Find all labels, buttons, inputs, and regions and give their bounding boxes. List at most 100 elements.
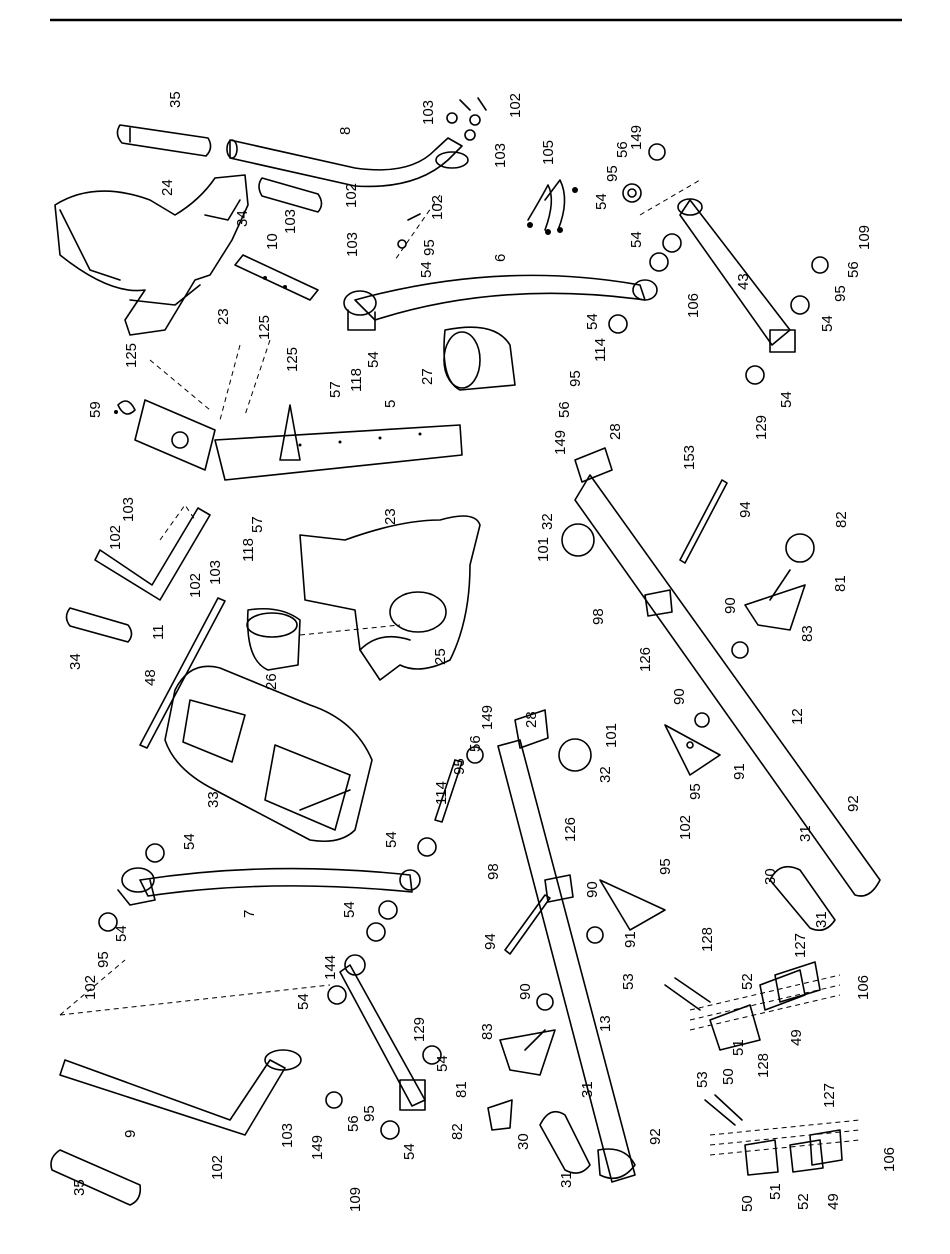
part-label: 82: [449, 1123, 466, 1140]
part-label: 56: [345, 1115, 362, 1132]
part-label: 54: [778, 391, 795, 408]
bearing-54-upper-right: [608, 143, 829, 385]
grip-35-upper: [116, 124, 212, 157]
frame-5: [214, 404, 463, 481]
part-label: 82: [833, 511, 850, 528]
part-label: 52: [739, 973, 756, 990]
part-label: 23: [382, 508, 399, 525]
part-label: 102: [82, 975, 99, 1000]
part-label: 101: [535, 537, 552, 562]
rod-94-lower: [504, 894, 551, 955]
part-label: 51: [767, 1183, 784, 1200]
part-label: 129: [411, 1017, 428, 1042]
pedal-83-lower: [487, 993, 556, 1131]
part-label: 57: [327, 381, 344, 398]
part-label: 94: [482, 933, 499, 950]
part-label: 30: [762, 868, 779, 885]
part-label: 106: [685, 293, 702, 318]
part-label: 102: [429, 195, 446, 220]
part-label: 54: [418, 261, 435, 278]
part-label: 56: [614, 141, 631, 158]
part-label: 126: [562, 817, 579, 842]
part-label: 83: [799, 625, 816, 642]
part-label: 95: [567, 370, 584, 387]
part-label: 54: [401, 1143, 418, 1160]
part-label: 128: [755, 1053, 772, 1078]
arm-144: [339, 954, 426, 1111]
part-label: 102: [507, 93, 524, 118]
part-label: 149: [628, 125, 645, 150]
part-label: 81: [453, 1081, 470, 1098]
cable-105: [527, 179, 578, 235]
shroud-25: [299, 515, 481, 681]
grip-34-lower: [65, 607, 133, 643]
part-label: 126: [637, 647, 654, 672]
part-label: 12: [789, 708, 806, 725]
part-label: 51: [730, 1039, 747, 1056]
part-label: 101: [603, 723, 620, 748]
part-label: 43: [735, 273, 752, 290]
part-label: 28: [523, 711, 540, 728]
part-label: 54: [341, 901, 358, 918]
part-label: 103: [120, 497, 137, 522]
part-label: 103: [492, 143, 509, 168]
part-label: 54: [383, 831, 400, 848]
part-label: 8: [337, 127, 354, 135]
grip-35-lower: [50, 1149, 142, 1206]
part-label: 54: [365, 351, 382, 368]
part-label: 102: [209, 1155, 226, 1180]
part-label: 31: [813, 911, 830, 928]
part-label: 54: [819, 315, 836, 332]
handlebar-8: [226, 137, 469, 188]
part-label: 114: [433, 781, 450, 805]
part-label: 149: [552, 430, 569, 455]
hinge-assembly-lower: [704, 1094, 861, 1176]
part-label: 153: [681, 445, 698, 470]
part-label: 5: [382, 400, 399, 408]
part-label: 103: [420, 100, 437, 125]
part-label: 27: [419, 368, 436, 385]
part-label: 52: [795, 1193, 812, 1210]
part-label: 127: [792, 933, 809, 958]
part-label: 54: [434, 1055, 451, 1072]
part-label: 54: [593, 193, 610, 210]
part-label: 56: [467, 735, 484, 752]
part-label: 9: [122, 1130, 139, 1138]
console-33: [164, 665, 373, 843]
part-label: 91: [731, 763, 748, 780]
part-label: 50: [720, 1068, 737, 1085]
arm-6: [343, 274, 658, 331]
part-label: 118: [240, 538, 257, 562]
rod-94-upper: [679, 479, 728, 564]
arm-9: [59, 1049, 302, 1136]
part-label: 24: [159, 179, 176, 196]
pedal-83-upper: [731, 533, 815, 659]
grip-34-upper: [258, 177, 323, 213]
part-label: 118: [348, 368, 365, 392]
part-label: 28: [607, 423, 624, 440]
part-label: 149: [309, 1135, 326, 1160]
console-shroud-24: [54, 174, 249, 336]
part-label: 6: [492, 254, 509, 262]
part-label: 102: [677, 815, 694, 840]
part-label: 144: [322, 955, 339, 980]
fasteners-top: [394, 97, 487, 261]
part-label: 53: [694, 1071, 711, 1088]
part-label: 56: [845, 261, 862, 278]
part-label: 35: [167, 91, 184, 108]
part-labels: 35 8 103 102 103 105 149 56 95 54 24 34 …: [67, 91, 898, 1212]
part-label: 83: [479, 1023, 496, 1040]
part-label: 114: [592, 338, 609, 362]
part-label: 54: [295, 993, 312, 1010]
part-label: 34: [67, 653, 84, 670]
frame-12: [561, 447, 881, 897]
bracket-10: [234, 254, 319, 301]
part-label: 13: [597, 1015, 614, 1032]
part-label: 35: [71, 1179, 88, 1196]
part-label: 31: [797, 825, 814, 842]
part-label: 33: [205, 791, 222, 808]
part-label: 102: [107, 525, 124, 550]
part-label: 109: [347, 1187, 364, 1212]
bearing-54-lower: [59, 837, 442, 1140]
part-label: 102: [343, 183, 360, 208]
